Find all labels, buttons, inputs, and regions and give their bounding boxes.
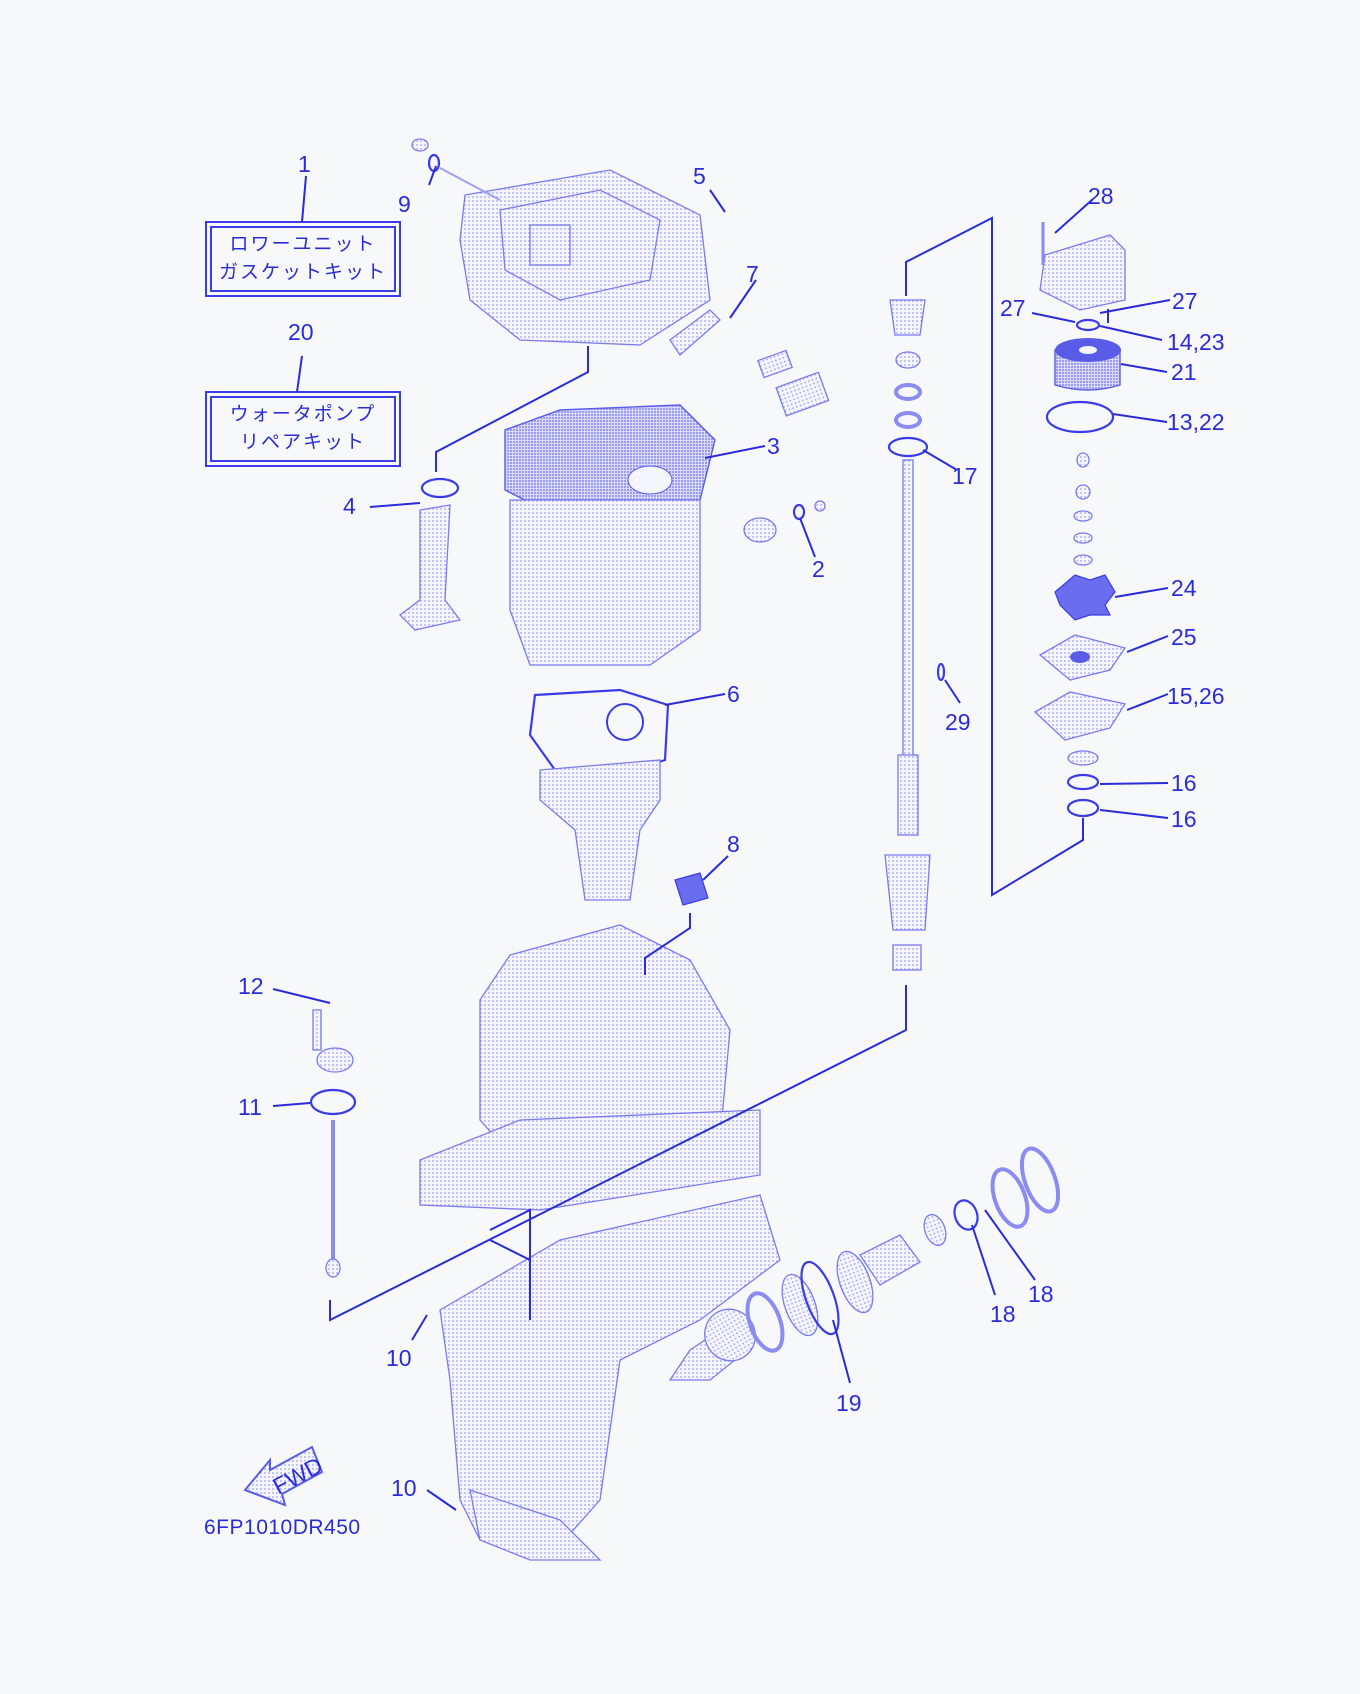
upper-casing-part bbox=[459, 169, 711, 346]
gasket-4-part bbox=[399, 477, 462, 631]
callout-2: 2 bbox=[812, 556, 825, 582]
callout-11: 11 bbox=[238, 1094, 262, 1120]
callout-17: 17 bbox=[952, 463, 978, 489]
callout-25: 25 bbox=[1171, 624, 1197, 650]
callout-29: 29 bbox=[945, 709, 971, 735]
callout-10-lower: 10 bbox=[391, 1475, 417, 1501]
callout-27-right: 27 bbox=[1172, 288, 1198, 314]
callout-14-23: 14,23 bbox=[1167, 329, 1225, 355]
callout-10-upper: 10 bbox=[386, 1345, 412, 1371]
callout-1: 1 bbox=[298, 151, 311, 177]
fwd-arrow-icon: FWD bbox=[243, 1445, 327, 1507]
exhaust-guide-part bbox=[509, 499, 701, 666]
callout-13-22: 13,22 bbox=[1167, 409, 1225, 435]
lower-exhaust-part bbox=[539, 759, 661, 901]
callout-16-upper: 16 bbox=[1171, 770, 1197, 796]
anode-7-parts bbox=[669, 309, 830, 417]
pump-insert-parts bbox=[1045, 318, 1121, 434]
callout-27-left: 27 bbox=[1000, 295, 1026, 321]
lower-casing-upper-part bbox=[419, 924, 761, 1211]
key-spacers-part bbox=[1073, 452, 1093, 566]
seal-2-parts bbox=[743, 500, 826, 543]
pump-kit-line2: リペアキット bbox=[239, 431, 366, 453]
gear-case-part bbox=[439, 1194, 781, 1561]
impeller-24-part bbox=[1054, 574, 1116, 621]
gasket-kit-line1: ロワーユニット bbox=[229, 233, 377, 255]
gasket-15-26-part bbox=[1033, 691, 1127, 741]
callout-8: 8 bbox=[727, 831, 740, 857]
callout-6: 6 bbox=[727, 681, 740, 707]
callout-28: 28 bbox=[1088, 183, 1114, 209]
callout-16-lower: 16 bbox=[1171, 806, 1197, 832]
group-brackets bbox=[329, 216, 1084, 1322]
grommet-8-part bbox=[674, 872, 709, 906]
callout-4: 4 bbox=[343, 493, 356, 519]
pump-kit-line1: ウォータポンプ bbox=[229, 403, 377, 425]
pump-housing-part bbox=[1039, 222, 1126, 311]
callout-3: 3 bbox=[767, 433, 780, 459]
gasket-kit-line2: ガスケットキット bbox=[218, 261, 387, 283]
callout-21: 21 bbox=[1171, 359, 1197, 385]
callout-18-left: 18 bbox=[990, 1301, 1016, 1327]
callout-24: 24 bbox=[1171, 575, 1197, 601]
propeller-shaft-parts bbox=[668, 1146, 1061, 1381]
callout-12: 12 bbox=[238, 973, 264, 999]
bolt-9-part bbox=[411, 138, 501, 201]
callout-15-26: 15,26 bbox=[1167, 683, 1225, 709]
leader-lines bbox=[272, 165, 1171, 1511]
drive-shaft-parts bbox=[884, 299, 931, 971]
pump-kit-box: ウォータポンプ リペアキット bbox=[205, 391, 401, 467]
plate-25-part bbox=[1038, 634, 1127, 681]
callout-20: 20 bbox=[288, 319, 314, 345]
callout-numbers: 1 20 9 5 7 3 4 2 6 8 12 11 10 10 17 29 2… bbox=[238, 151, 1225, 1501]
diagram-code: 6FP1010DR450 bbox=[204, 1516, 361, 1539]
callout-19: 19 bbox=[836, 1390, 862, 1416]
shift-rod-part bbox=[309, 1009, 357, 1278]
seals-16-parts bbox=[1066, 750, 1100, 818]
callout-18-right: 18 bbox=[1028, 1281, 1054, 1307]
gasket-kit-box: ロワーユニット ガスケットキット bbox=[205, 221, 401, 297]
callout-9: 9 bbox=[398, 191, 411, 217]
callout-5: 5 bbox=[693, 163, 706, 189]
callout-7: 7 bbox=[746, 261, 759, 287]
pin-29-part bbox=[936, 662, 946, 682]
